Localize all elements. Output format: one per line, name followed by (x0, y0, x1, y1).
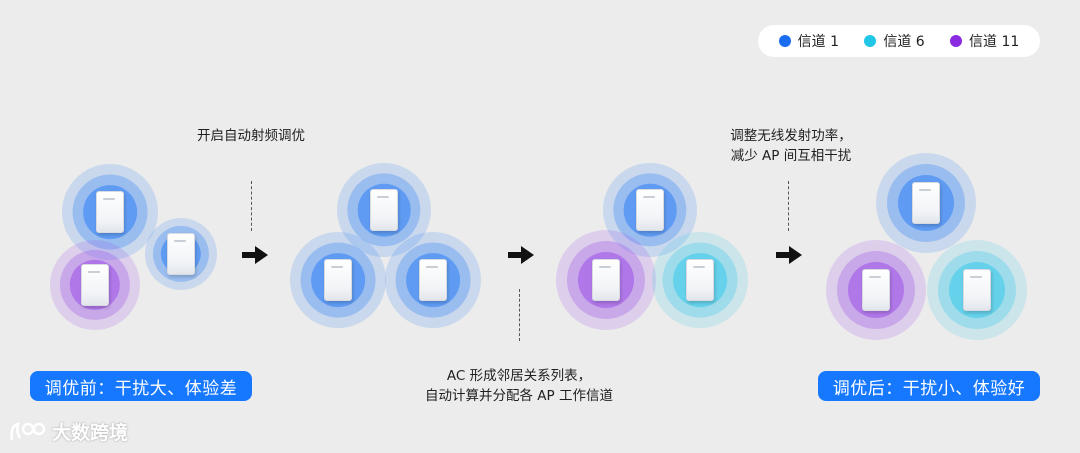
access-point-device-icon (862, 269, 890, 311)
access-point-device-icon (81, 264, 109, 306)
step2-caption-line2: 自动计算并分配各 AP 工作信道 (425, 388, 613, 404)
legend-label-channel-6: 信道 6 (883, 34, 925, 50)
step1-connector (251, 181, 252, 231)
access-point-device-icon (370, 189, 398, 231)
watermark: 大数跨境 (8, 418, 128, 445)
legend-label-channel-11: 信道 11 (969, 34, 1020, 50)
access-point-device-icon (167, 233, 195, 275)
access-point-device-icon (324, 259, 352, 301)
channel-legend: 信道 1 信道 6 信道 11 (758, 25, 1040, 57)
arrow-right-icon (242, 246, 268, 264)
legend-dot-channel-1 (778, 35, 791, 47)
step3-caption-line2: 减少 AP 间互相干扰 (730, 148, 852, 164)
legend-item-channel-6: 信道 6 (864, 31, 925, 51)
step2-caption: AC 形成邻居关系列表， 自动计算并分配各 AP 工作信道 (398, 366, 640, 406)
legend-dot-channel-6 (864, 35, 877, 47)
access-point-device-icon (96, 191, 124, 233)
access-point-device-icon (912, 182, 940, 224)
access-point-device-icon (592, 259, 620, 301)
before-label: 调优前：干扰大、体验差 (30, 371, 252, 401)
step2-connector (519, 289, 520, 341)
step2-caption-line1: AC 形成邻居关系列表， (446, 368, 592, 384)
step3-connector (788, 181, 789, 231)
legend-item-channel-1: 信道 1 (778, 31, 840, 51)
access-point-device-icon (419, 259, 447, 301)
access-point-device-icon (686, 259, 714, 301)
step3-caption-line1: 调整无线发射功率， (730, 128, 852, 144)
watermark-logo-icon (10, 421, 46, 440)
step1-caption: 开启自动射频调优 (197, 128, 305, 144)
access-point-device-icon (636, 189, 664, 231)
step3-caption: 调整无线发射功率， 减少 AP 间互相干扰 (708, 126, 874, 166)
after-label: 调优后：干扰小、体验好 (818, 371, 1040, 401)
legend-item-channel-11: 信道 11 (950, 31, 1019, 51)
arrow-right-icon (508, 246, 534, 264)
legend-label-channel-1: 信道 1 (797, 34, 840, 50)
access-point-device-icon (963, 269, 991, 311)
arrow-right-icon (776, 246, 802, 264)
watermark-text: 大数跨境 (52, 422, 129, 444)
legend-dot-channel-11 (950, 35, 963, 47)
